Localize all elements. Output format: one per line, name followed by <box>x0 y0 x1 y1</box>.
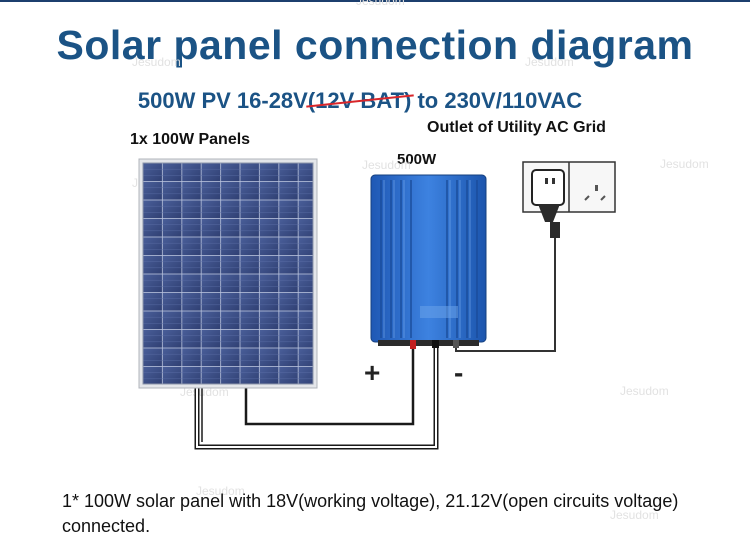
watermark: Jesudom <box>660 157 709 171</box>
watermark: Jesudom <box>196 484 245 498</box>
subtitle-output: to 230V/110VAC <box>411 88 583 113</box>
watermark: Jesudom <box>356 0 405 8</box>
panels-label: 1x 100W Panels <box>130 131 251 148</box>
top-rule <box>0 0 750 2</box>
negative-terminal-label: - <box>454 357 464 388</box>
ac-plug-icon <box>531 169 565 238</box>
watermark: Jesudom <box>362 158 411 172</box>
page-title: Solar panel connection diagram <box>56 22 694 68</box>
watermark: Jesudom <box>620 384 669 398</box>
ac-wiring <box>455 238 556 352</box>
watermark: Jesudom <box>610 508 659 522</box>
watermark: Jesudom <box>525 55 574 69</box>
subtitle-struck-text: (12V BAT) <box>307 88 412 113</box>
dc-wiring <box>194 344 439 450</box>
solar-panel-icon <box>138 158 318 389</box>
positive-terminal-label: + <box>364 357 381 388</box>
subtitle-voltage: 500W PV 16-28V <box>137 88 308 113</box>
inverter-icon <box>370 174 487 349</box>
subtitle: 500W PV 16-28V(12V BAT) to 230V/110VAC <box>0 88 720 114</box>
watermark: Jesudom <box>132 55 181 69</box>
inverter-power-label: 500W <box>397 151 437 168</box>
outlet-label: Outlet of Utility AC Grid <box>427 119 606 136</box>
caption: 1* 100W solar panel with 18V(working vol… <box>62 491 679 536</box>
